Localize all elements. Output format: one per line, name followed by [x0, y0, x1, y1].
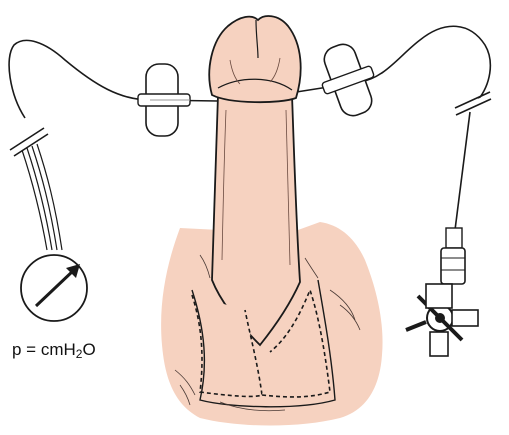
glans: [209, 16, 300, 102]
needle-clamp-icon: [290, 37, 385, 122]
left-line: [9, 40, 150, 118]
needle-clamp-icon: [138, 64, 218, 136]
pressure-label: p = cmH2O: [12, 340, 96, 361]
gauge-tubing: [22, 144, 62, 250]
syringe-tubing: [455, 112, 470, 230]
stopcock-icon: [406, 284, 478, 356]
pressure-label-suffix: O: [82, 340, 95, 359]
pressure-gauge-icon: [21, 255, 87, 321]
syringe-icon: [441, 228, 465, 284]
right-line: [360, 26, 490, 100]
pressure-label-prefix: p = cmH: [12, 340, 76, 359]
